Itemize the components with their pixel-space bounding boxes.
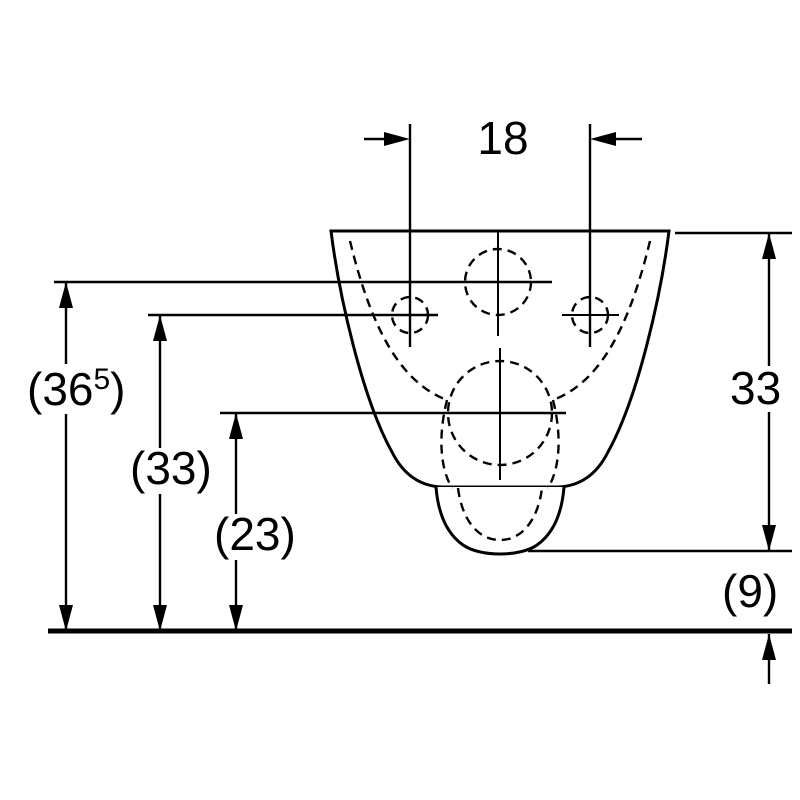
arrow-right-icon — [384, 132, 410, 146]
arrow-up-icon — [59, 282, 73, 308]
arrow-down-icon — [762, 525, 776, 551]
outlet-pipe-outline — [434, 486, 566, 556]
dim-label-18: 18 — [477, 112, 528, 164]
arrow-left-icon — [590, 132, 616, 146]
label-mask — [210, 514, 294, 560]
label-mask — [726, 366, 786, 412]
arrow-up-icon — [762, 634, 776, 660]
arrow-up-icon — [153, 315, 167, 341]
dim-label-33-left: (33) — [130, 442, 212, 494]
arrow-down-icon — [153, 605, 167, 631]
inner-contour-right — [552, 240, 652, 402]
arrow-up-icon — [229, 413, 243, 439]
label-mask — [718, 570, 792, 616]
inner-contour-right-lower — [546, 399, 560, 489]
arrow-down-icon — [59, 605, 73, 631]
dimension-9 — [762, 634, 776, 684]
dim-label-33-right: 33 — [730, 362, 781, 414]
dim-label-36-5: (365) — [27, 363, 126, 415]
dim-label-9: (9) — [722, 565, 778, 617]
label-mask — [126, 448, 210, 494]
inner-contour-left — [348, 240, 448, 402]
dim-label-23: (23) — [214, 508, 296, 560]
inner-contour-left-lower — [440, 399, 454, 489]
arrow-up-icon — [762, 233, 776, 259]
outlet-inner-contour — [456, 487, 544, 542]
label-mask — [24, 364, 140, 414]
dimension-36-5 — [54, 280, 552, 631]
toilet-rear-view — [329, 229, 671, 556]
arrow-down-icon — [229, 605, 243, 631]
dimension-18 — [364, 124, 642, 347]
